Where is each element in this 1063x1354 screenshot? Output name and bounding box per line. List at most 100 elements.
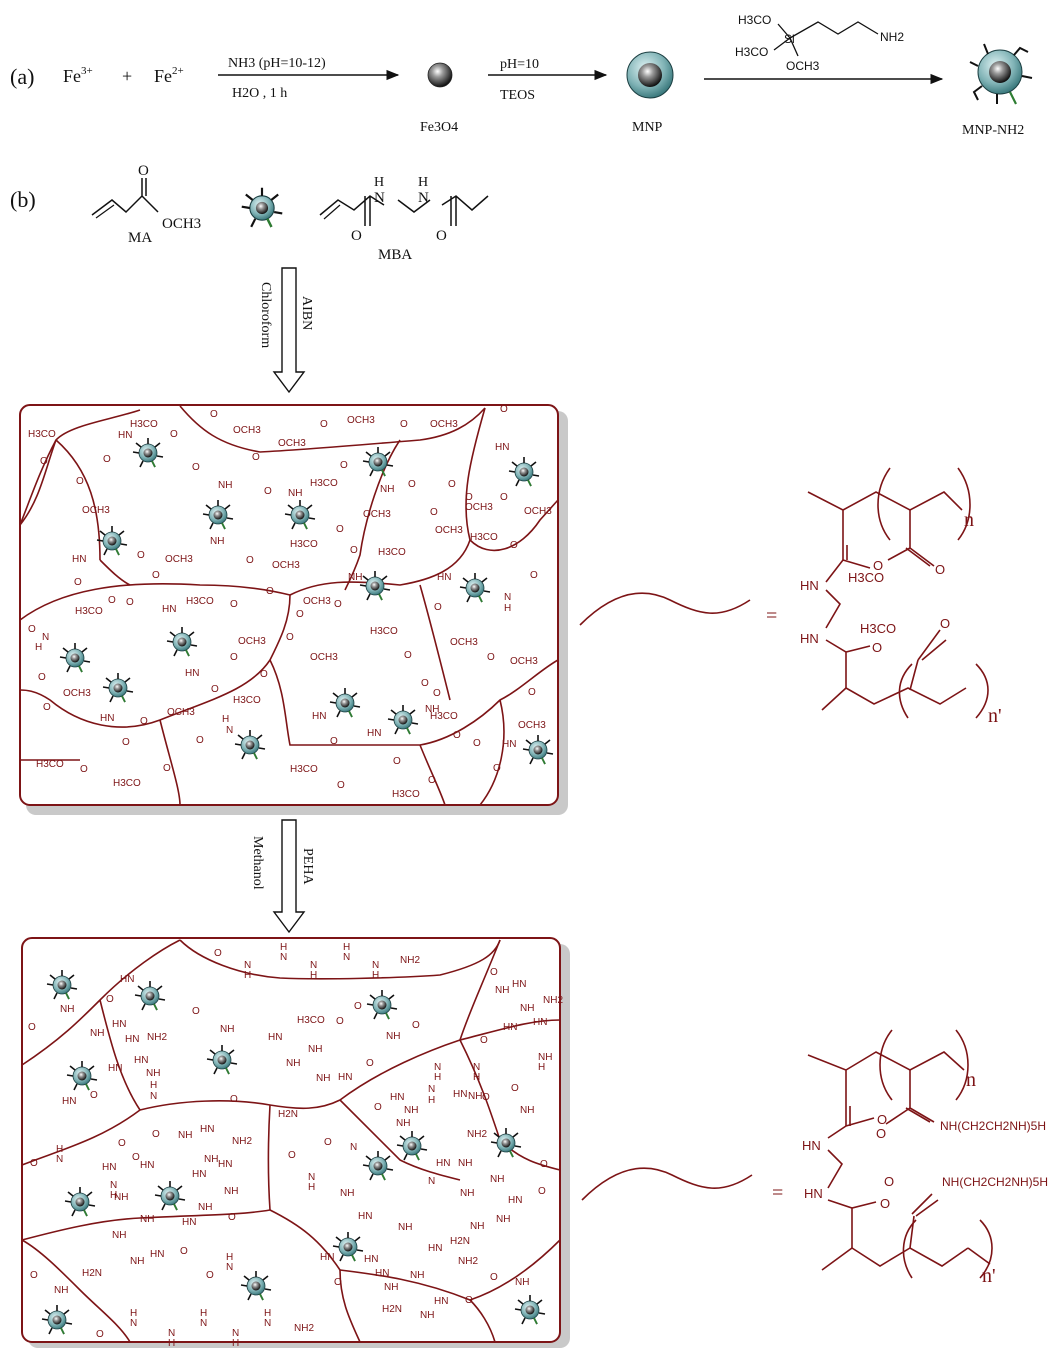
box1-group-label: O xyxy=(230,652,238,663)
box1-group-label: OCH3 xyxy=(524,506,552,517)
part-a: (a) Fe3+ + Fe2+ NH3 (pH=10-12) H2O , 1 h… xyxy=(10,13,1033,138)
box1-group-label: H xyxy=(35,642,42,653)
box1-group-label: O xyxy=(192,462,200,473)
box2-group-label: H xyxy=(310,970,317,981)
box2-group-label: NH xyxy=(146,1068,160,1079)
box1-group-label: NH xyxy=(218,480,232,491)
svg-text:NH(CH2CH2NH)5H: NH(CH2CH2NH)5H xyxy=(942,1175,1048,1189)
box2-group-label: O xyxy=(538,1186,546,1197)
svg-text:n': n' xyxy=(988,705,1002,727)
box2-group-label: NH xyxy=(54,1285,68,1296)
box2-group-label: N xyxy=(428,1084,435,1095)
box1-group-label: NH xyxy=(210,536,224,547)
fe2-ion: Fe2+ xyxy=(154,65,184,86)
box1-group-label: O xyxy=(448,479,456,490)
box2-group-label: NH xyxy=(90,1028,104,1039)
mba-structure: H N H N O O MBA xyxy=(319,175,489,263)
svg-text:O: O xyxy=(880,1196,890,1211)
box2-group-label: NH xyxy=(286,1058,300,1069)
svg-text:O: O xyxy=(872,640,882,655)
box2-group-label: O xyxy=(180,1246,188,1257)
box2-group-label: N xyxy=(130,1318,137,1329)
box1-group-label: OCH3 xyxy=(82,505,110,516)
box1-group-label: O xyxy=(170,429,178,440)
box2-group-label: O xyxy=(374,1102,382,1113)
box2-group-label: HN xyxy=(150,1249,164,1260)
box1-group-label: O xyxy=(43,702,51,713)
ma-structure: O OCH3 MA xyxy=(91,163,201,246)
box2-group-label: NH xyxy=(520,1105,534,1116)
box1-group-label: OCH3 xyxy=(450,637,478,648)
chain-symbol-2 xyxy=(581,1167,753,1201)
box2-group-label: NH xyxy=(495,985,509,996)
box2-group-label: NH2 xyxy=(543,995,563,1006)
box1-group-label: H3CO xyxy=(430,711,458,722)
svg-text:O: O xyxy=(138,163,149,179)
box1-group-label: H3CO xyxy=(113,778,141,789)
box2-group-label: H2N xyxy=(278,1109,298,1120)
mnp-particle-icon xyxy=(626,51,674,99)
box1-group-label: O xyxy=(286,632,294,643)
initiator-label: AIBN xyxy=(299,296,314,330)
box2-group-label: HN xyxy=(134,1055,148,1066)
box1-group-label: O xyxy=(260,669,268,680)
box2-group-label: NH2 xyxy=(147,1032,167,1043)
svg-text:O: O xyxy=(876,1126,886,1141)
box1-group-label: O xyxy=(408,479,416,490)
box2-group-label: NH xyxy=(204,1154,218,1165)
box2-group-label: O xyxy=(480,1035,488,1046)
box2-group-label: O xyxy=(192,1006,200,1017)
box2-group-label: N xyxy=(310,960,317,971)
box2-group-label: NH xyxy=(468,1091,482,1102)
box2-group-label: NH xyxy=(112,1230,126,1241)
svg-text:H: H xyxy=(374,175,384,190)
box1-group-label: O xyxy=(103,454,111,465)
svg-text:O: O xyxy=(873,558,883,573)
box2-group-label: NH xyxy=(316,1073,330,1084)
box2-group-label: NH xyxy=(396,1118,410,1129)
svg-text:MA: MA xyxy=(128,230,152,246)
box2-group-label: HN xyxy=(512,979,526,990)
box2-group-label: NH xyxy=(340,1188,354,1199)
box1-group-label: H3CO xyxy=(310,478,338,489)
svg-text:MBA: MBA xyxy=(378,247,412,263)
box2-group-label: O xyxy=(90,1090,98,1101)
box2-group-label: H2N xyxy=(82,1268,102,1279)
box2-group-label: HN xyxy=(503,1022,517,1033)
box2-group-label: N xyxy=(226,1262,233,1273)
box1-group-label: HN xyxy=(100,713,114,724)
box2-group-label: NH xyxy=(420,1310,434,1321)
box2-group-label: H xyxy=(110,1190,117,1201)
box1-group-label: OCH3 xyxy=(435,525,463,536)
box1-group-label: OCH3 xyxy=(238,636,266,647)
fe3-ion: Fe3+ xyxy=(63,65,93,86)
box1-group-label: O xyxy=(528,687,536,698)
box2-group-label: N xyxy=(110,1180,117,1191)
box2-group-label: H xyxy=(308,1182,315,1193)
box1-group-label: H3CO xyxy=(290,539,318,550)
box2-group-label: N xyxy=(56,1154,63,1165)
box2-group-label: NH xyxy=(490,1174,504,1185)
box1-group-label: HN xyxy=(437,572,451,583)
chain-symbol-1 xyxy=(579,592,751,626)
svg-text:O: O xyxy=(884,1174,894,1189)
box2-group-label: H xyxy=(168,1338,175,1349)
condition-1-top: NH3 (pH=10-12) xyxy=(228,56,326,71)
box1-group-label: O xyxy=(296,609,304,620)
box1-group-label: O xyxy=(264,486,272,497)
amine-reagent-label: PEHA xyxy=(300,848,315,885)
repeat-unit-structure-2: = n HN O O NH(CH2CH2NH)5H HN O O NH(CH2C… xyxy=(581,1029,1048,1287)
box2-group-label: HN xyxy=(375,1268,389,1279)
box1-group-label: O xyxy=(487,652,495,663)
box2-group-label: H xyxy=(226,1252,233,1263)
box1-group-label: O xyxy=(428,775,436,786)
svg-text:HN: HN xyxy=(800,578,819,593)
box1-group-label: H3CO xyxy=(290,764,318,775)
fe3o4-label: Fe3O4 xyxy=(420,120,458,135)
box2-group-label: H2N xyxy=(450,1236,470,1247)
box1-group-label: HN xyxy=(367,728,381,739)
box1-group-label: O xyxy=(74,577,82,588)
svg-text:N: N xyxy=(418,190,429,206)
box1-group-label: O xyxy=(334,599,342,610)
